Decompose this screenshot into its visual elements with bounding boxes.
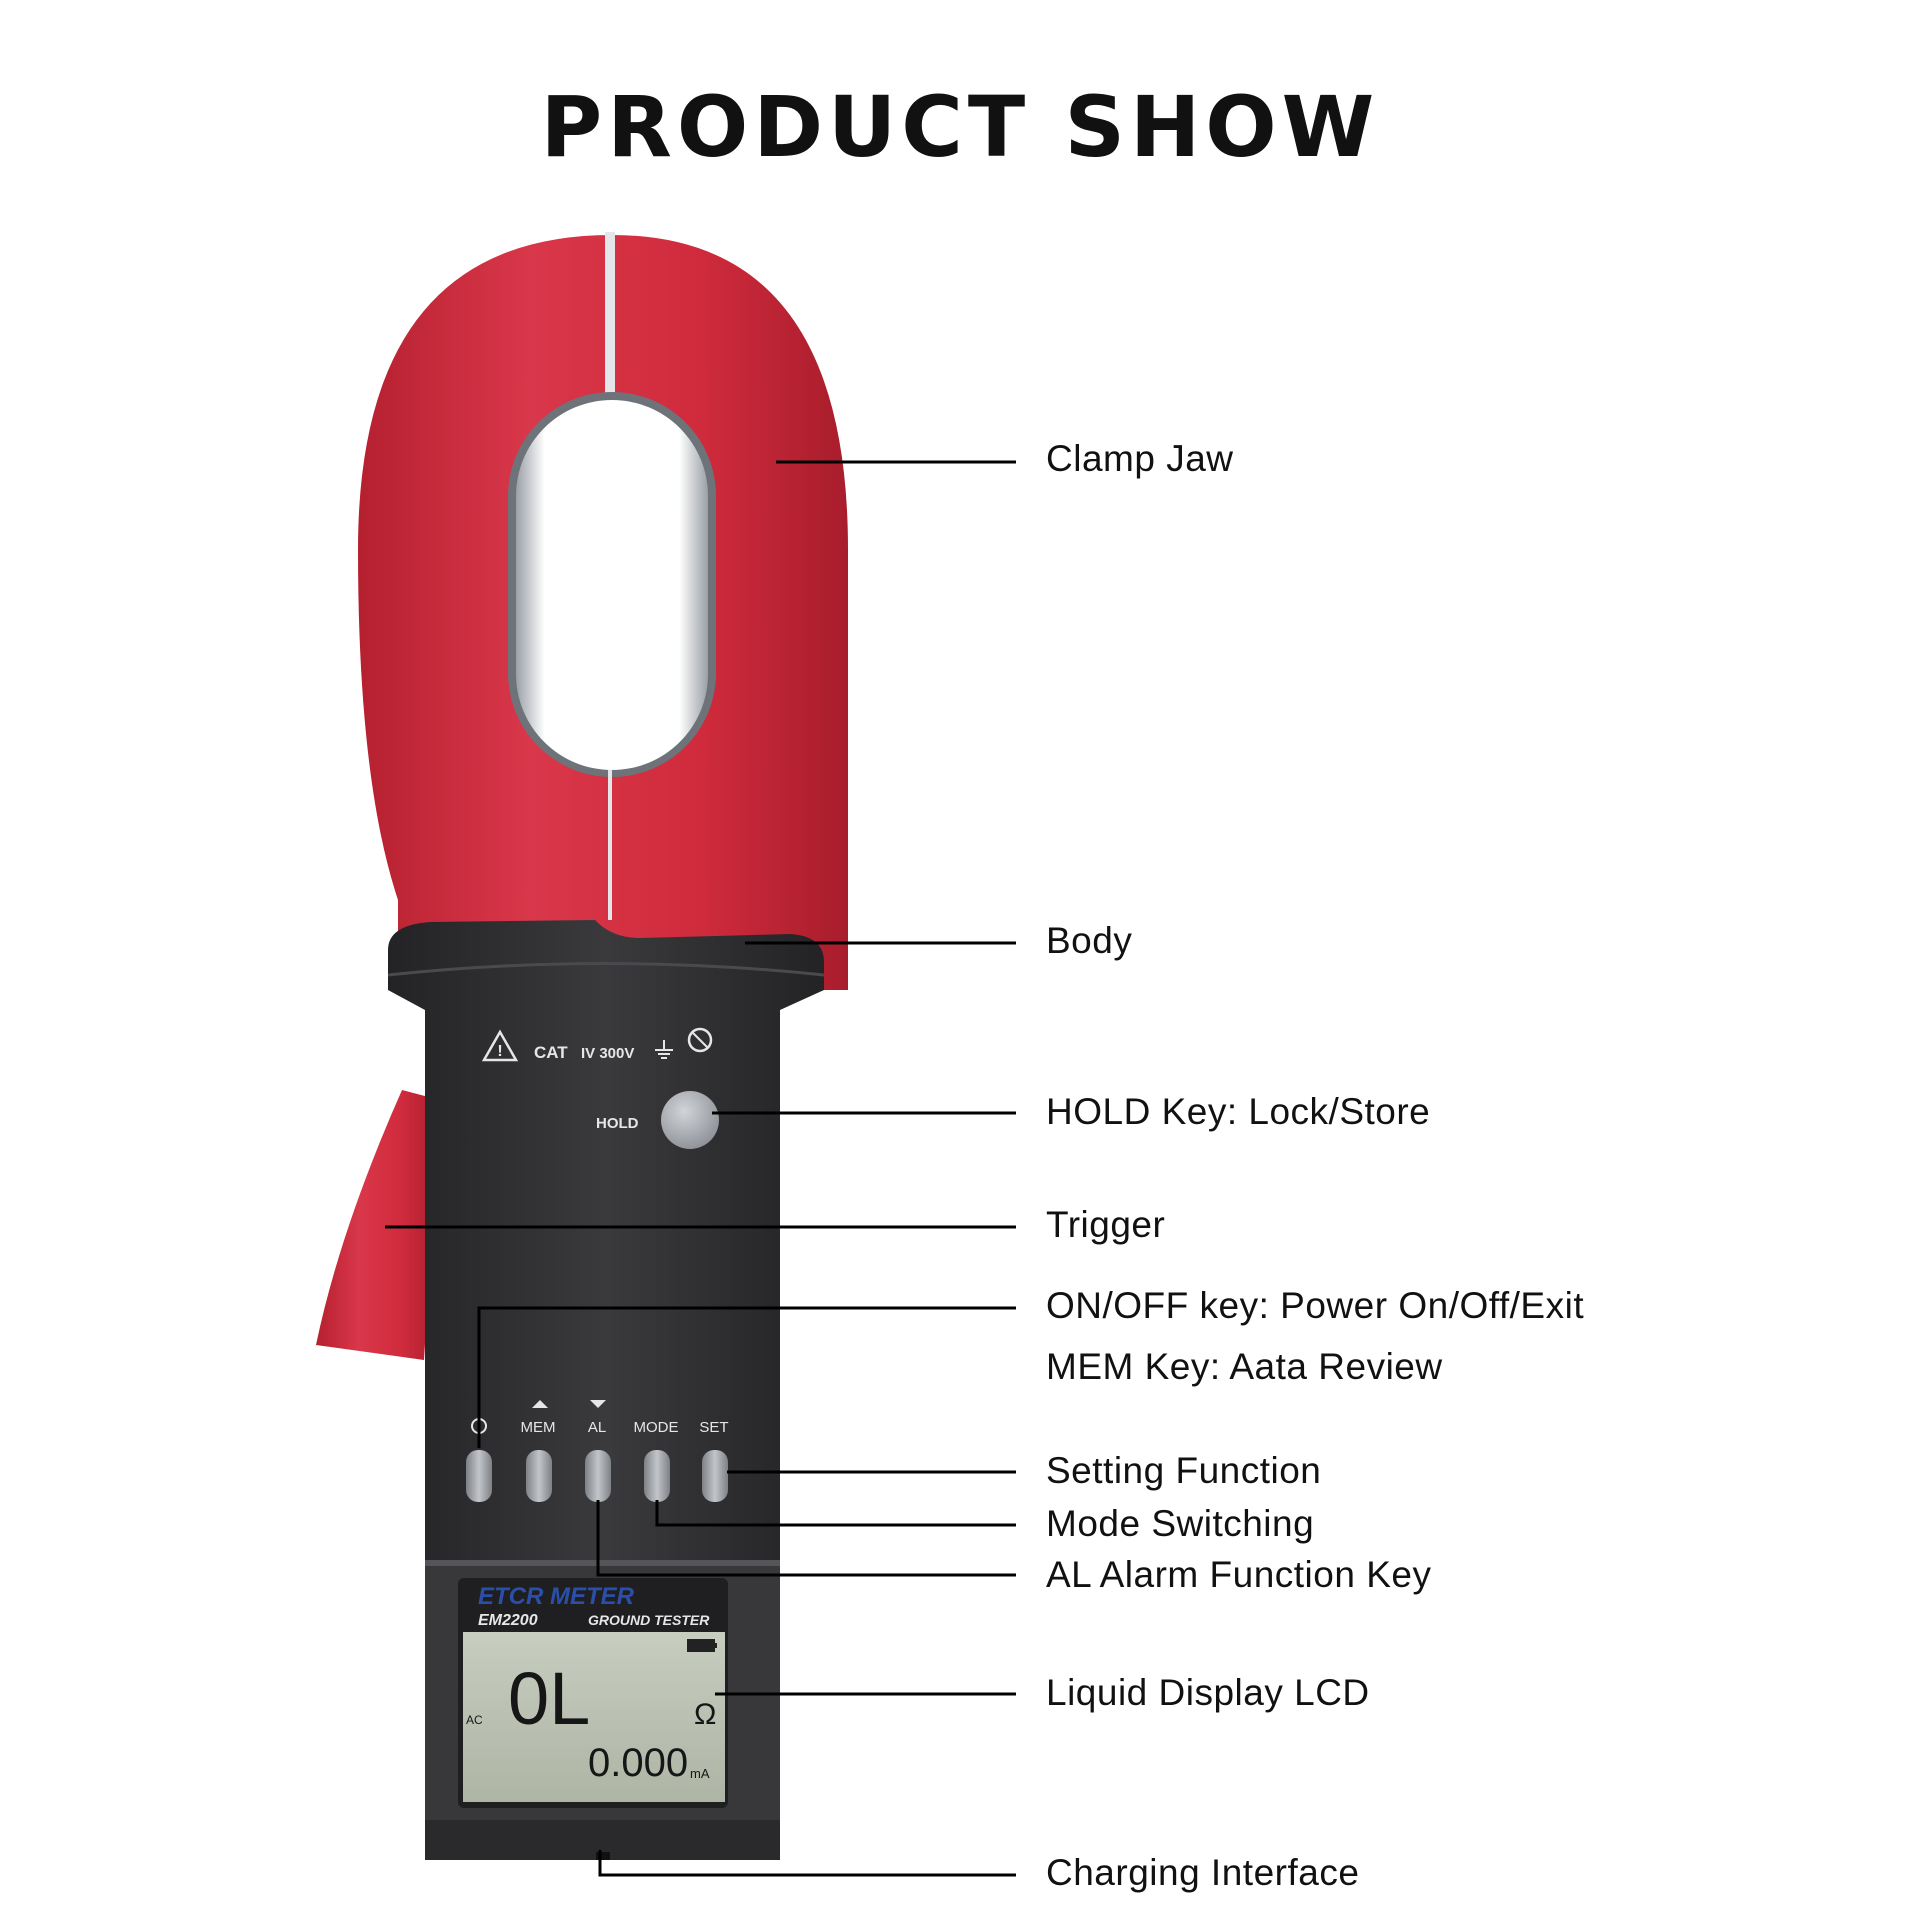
lcd-screen: 0L AC Ω 0.000 mA xyxy=(463,1632,725,1802)
callout-clamp-jaw: Clamp Jaw xyxy=(1046,438,1234,479)
safety-rating: ! CAT IV 300V xyxy=(481,1027,713,1062)
callout-setting-function: Setting Function xyxy=(1046,1450,1322,1491)
key-label-mem: MEM xyxy=(521,1419,556,1436)
warning-icon xyxy=(481,1029,519,1062)
set-key[interactable] xyxy=(702,1450,728,1502)
key-label-mode: MODE xyxy=(634,1419,679,1436)
callout-mode-switching: Mode Switching xyxy=(1046,1503,1315,1544)
keypad-labels: MEM AL MODE SET xyxy=(471,1400,729,1436)
leader-lines xyxy=(385,460,1016,1877)
callout-on-off-key: ON/OFF key: Power On/Off/Exit xyxy=(1046,1285,1585,1326)
mode-key[interactable] xyxy=(644,1450,670,1502)
battery-icon xyxy=(687,1639,717,1652)
trigger xyxy=(316,1090,440,1360)
hold-button[interactable] xyxy=(661,1091,719,1149)
callout-hold-key: HOLD Key: Lock/Store xyxy=(1046,1091,1431,1132)
callout-lcd: Liquid Display LCD xyxy=(1046,1672,1370,1713)
al-key[interactable] xyxy=(585,1450,611,1502)
lcd-secondary-reading: 0.000 xyxy=(588,1741,688,1785)
lcd-unit-main: Ω xyxy=(694,1698,716,1731)
up-arrow-icon xyxy=(532,1400,548,1408)
on-off-key[interactable] xyxy=(466,1450,492,1502)
callout-mem-key: MEM Key: Aata Review xyxy=(1046,1346,1443,1387)
clamp-jaw xyxy=(358,232,848,990)
svg-text:!: ! xyxy=(497,1043,502,1060)
cat-label: CAT xyxy=(534,1043,568,1062)
callout-trigger: Trigger xyxy=(1046,1204,1166,1245)
model-name: EM2200 xyxy=(478,1612,538,1629)
callout-charging-interface: Charging Interface xyxy=(1046,1852,1360,1893)
lcd-mode: AC xyxy=(466,1713,483,1727)
key-label-al: AL xyxy=(588,1419,606,1436)
down-arrow-icon xyxy=(590,1400,606,1408)
key-label-set: SET xyxy=(699,1419,728,1436)
lcd-main-reading: 0L xyxy=(508,1657,590,1740)
ground-icon xyxy=(655,1040,673,1059)
hold-label: HOLD xyxy=(596,1115,639,1132)
callout-body: Body xyxy=(1046,920,1133,961)
cat-rating: IV 300V xyxy=(581,1045,634,1062)
no-lightning-icon xyxy=(687,1027,713,1053)
page-title: PRODUCT SHOW xyxy=(540,78,1380,176)
brand-logo: ETCR METER xyxy=(478,1583,635,1610)
lcd-unit-secondary: mA xyxy=(690,1766,710,1781)
charging-port xyxy=(596,1852,610,1860)
mem-key[interactable] xyxy=(526,1450,552,1502)
callout-al-key: AL Alarm Function Key xyxy=(1046,1554,1432,1595)
device-subtitle: GROUND TESTER xyxy=(588,1612,710,1628)
